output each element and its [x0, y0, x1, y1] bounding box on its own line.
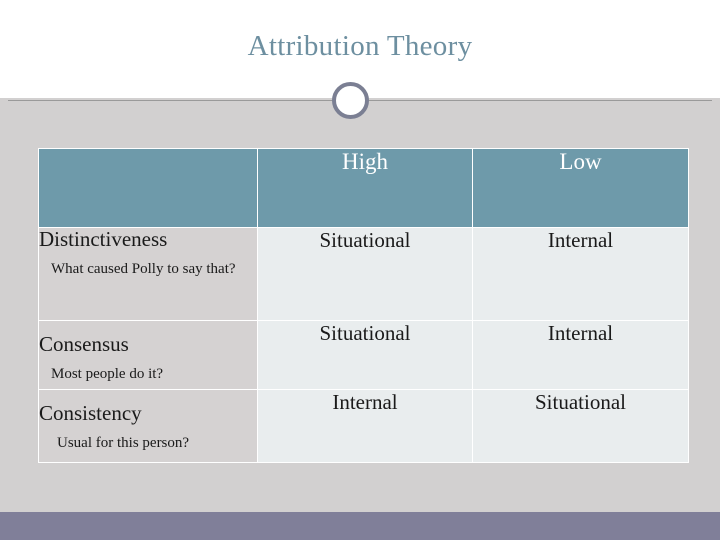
table-row: Consistency Usual for this person? Inter… [38, 389, 689, 463]
table-row: Consensus Most people do it? Situational… [38, 320, 689, 390]
row-title: Distinctiveness [39, 227, 168, 251]
row-subtitle: Most people do it? [51, 366, 164, 383]
attribution-table-wrapper: High Low Distinctiveness What caused Pol… [38, 148, 689, 463]
cell-consistency-low: Situational [472, 389, 689, 463]
attribution-table: High Low Distinctiveness What caused Pol… [38, 148, 689, 463]
footer-bar [0, 512, 720, 540]
cell-distinctiveness-high: Situational [257, 227, 473, 321]
row-label-consensus: Consensus Most people do it? [38, 320, 258, 390]
row-label-distinctiveness: Distinctiveness What caused Polly to say… [38, 227, 258, 321]
row-subtitle: Usual for this person? [57, 435, 190, 452]
table-row: Distinctiveness What caused Polly to say… [38, 227, 689, 321]
cell-consistency-high: Internal [257, 389, 473, 463]
table-header-row: High Low [38, 148, 689, 228]
row-label-consistency: Consistency Usual for this person? [38, 389, 258, 463]
cell-consensus-high: Situational [257, 320, 473, 390]
table-header-blank [38, 148, 258, 228]
row-subtitle: What caused Polly to say that? [51, 261, 236, 278]
page-title: Attribution Theory [247, 30, 473, 62]
cell-consensus-low: Internal [472, 320, 689, 390]
row-title: Consensus [39, 332, 129, 356]
table-header-high: High [257, 148, 473, 228]
header-band [0, 0, 720, 98]
circle-ornament-icon [332, 82, 369, 119]
row-title: Consistency [39, 401, 142, 425]
cell-distinctiveness-low: Internal [472, 227, 689, 321]
table-header-low: Low [472, 148, 689, 228]
